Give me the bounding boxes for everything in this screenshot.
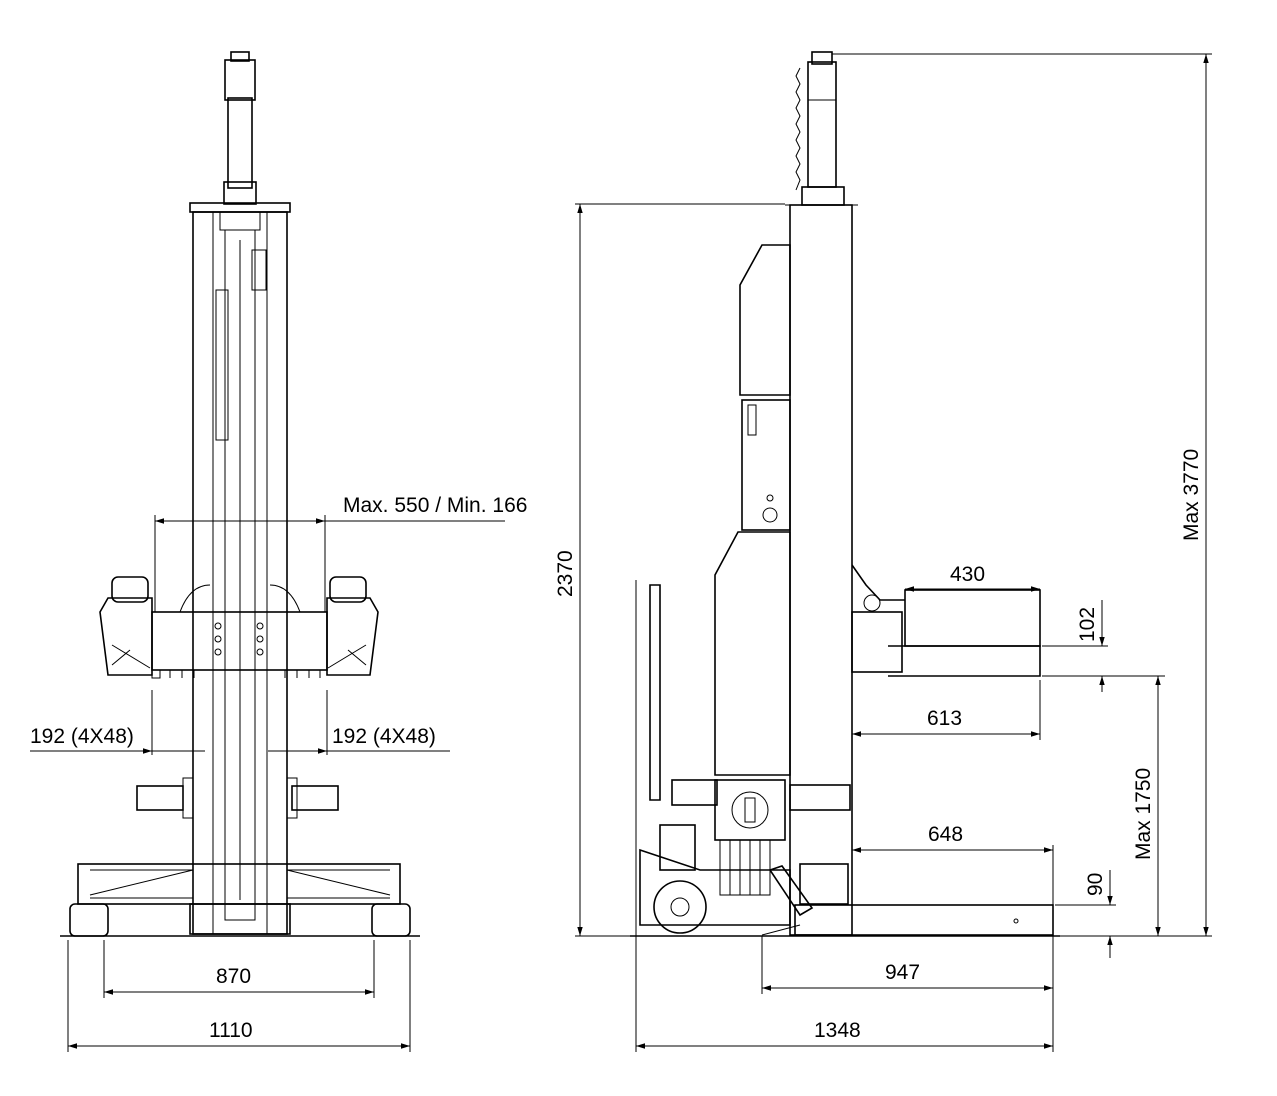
- label-fork-reach: 648: [928, 823, 963, 846]
- label-fork-height: 90: [1084, 873, 1107, 896]
- label-arm-reach: 613: [927, 707, 962, 730]
- label-arm-thickness: 102: [1076, 607, 1099, 642]
- dimension-lines: [30, 53, 1212, 1052]
- label-width-range: Max. 550 / Min. 166: [343, 494, 527, 517]
- label-wheel-track: 870: [216, 965, 251, 988]
- label-column-height: 2370: [554, 550, 577, 597]
- label-right-pad: 192 (4X48): [332, 725, 436, 748]
- label-overall-length: 1348: [814, 1019, 861, 1042]
- carriage-holes: [214, 622, 264, 656]
- label-arm-length: 430: [950, 563, 985, 586]
- label-base-length: 947: [885, 961, 920, 984]
- label-left-pad: 192 (4X48): [30, 725, 134, 748]
- label-max-lift: Max 1750: [1132, 768, 1155, 860]
- label-max-height: Max 3770: [1180, 449, 1203, 541]
- dimension-labels: Max. 550 / Min. 166 192 (4X48) 192 (4X48…: [30, 449, 1203, 1042]
- side-view: [630, 51, 1060, 937]
- front-view: [60, 51, 420, 937]
- label-overall-width: 1110: [209, 1019, 253, 1042]
